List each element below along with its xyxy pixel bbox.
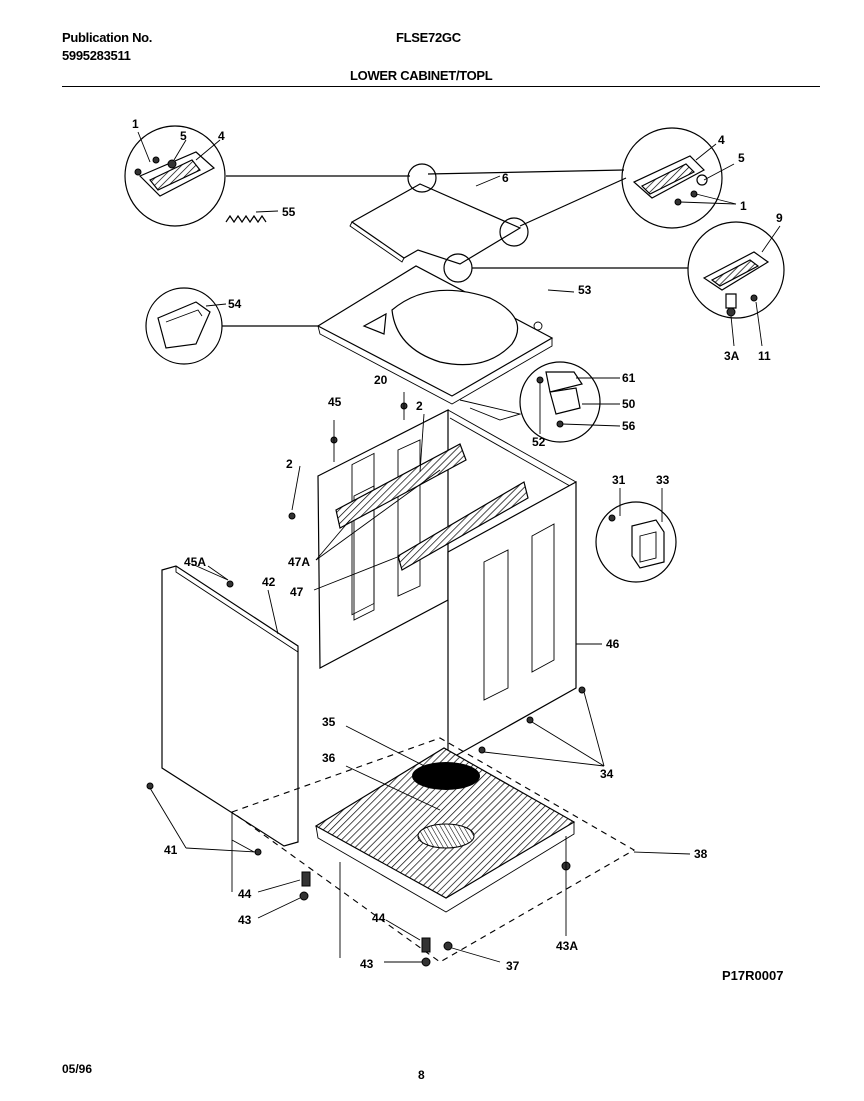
leader-lines xyxy=(149,465,691,963)
callout-41: 41 xyxy=(164,843,178,857)
callout-2-left: 2 xyxy=(286,457,293,471)
callout-46: 46 xyxy=(606,637,620,651)
hinge-detail-right xyxy=(621,127,737,229)
callout-33: 33 xyxy=(656,473,670,487)
callout-31: 31 xyxy=(612,473,626,487)
callout-1: 1 xyxy=(132,117,139,131)
callout-44-right: 44 xyxy=(372,911,386,925)
callout-47: 47 xyxy=(290,585,304,599)
callout-2-top: 2 xyxy=(416,399,423,413)
callout-34: 34 xyxy=(600,767,614,781)
timer-detail xyxy=(595,488,677,583)
model-number: FLSE72GC xyxy=(396,30,461,45)
callout-53: 53 xyxy=(578,283,592,297)
callout-4: 4 xyxy=(218,129,225,143)
page-number: 8 xyxy=(418,1068,425,1082)
front-panel xyxy=(146,565,299,847)
callout-9: 9 xyxy=(776,211,783,225)
header-rule xyxy=(62,86,820,87)
callout-50: 50 xyxy=(622,397,636,411)
callout-43A: 43A xyxy=(556,939,578,953)
callout-45A: 45A xyxy=(184,555,206,569)
publication-date: 05/96 xyxy=(62,1062,93,1076)
callout-1-right: 1 xyxy=(740,199,747,213)
callout-42: 42 xyxy=(262,575,276,589)
bleach-dispenser-detail xyxy=(145,287,227,365)
switch-bracket-detail xyxy=(519,361,621,443)
publication-number: 5995283511 xyxy=(62,48,131,63)
base-assembly xyxy=(230,686,636,967)
hinge-detail-left xyxy=(124,125,226,227)
callout-labels: 1 5 4 55 6 4 5 1 9 3A 11 54 53 20 45 2 6… xyxy=(132,117,783,973)
cabinet-body xyxy=(288,392,577,762)
callout-43-right: 43 xyxy=(360,957,374,971)
callout-44-left: 44 xyxy=(238,887,252,901)
lid-switch-detail xyxy=(687,221,785,347)
lid-panel xyxy=(349,163,529,283)
callout-35: 35 xyxy=(322,715,336,729)
callout-5: 5 xyxy=(180,129,187,143)
callout-4-right: 4 xyxy=(718,133,725,147)
callout-54: 54 xyxy=(228,297,242,311)
callout-56: 56 xyxy=(622,419,636,433)
callout-47A: 47A xyxy=(288,555,310,569)
top-cover xyxy=(316,265,575,421)
callout-43-left: 43 xyxy=(238,913,252,927)
callout-55: 55 xyxy=(282,205,296,219)
callout-37: 37 xyxy=(506,959,520,973)
callout-61: 61 xyxy=(622,371,636,385)
callout-11: 11 xyxy=(758,349,771,363)
publication-label: Publication No. xyxy=(62,30,153,45)
callout-52: 52 xyxy=(532,435,546,449)
callout-38: 38 xyxy=(694,847,708,861)
callout-6: 6 xyxy=(502,171,509,185)
callout-3A: 3A xyxy=(724,349,740,363)
section-title: LOWER CABINET/TOPL xyxy=(350,68,493,83)
callout-20: 20 xyxy=(374,373,388,387)
callout-36: 36 xyxy=(322,751,336,765)
figure-code: P17R0007 xyxy=(722,968,784,983)
spring-part xyxy=(225,210,279,224)
callout-45: 45 xyxy=(328,395,342,409)
callout-5-right: 5 xyxy=(738,151,745,165)
